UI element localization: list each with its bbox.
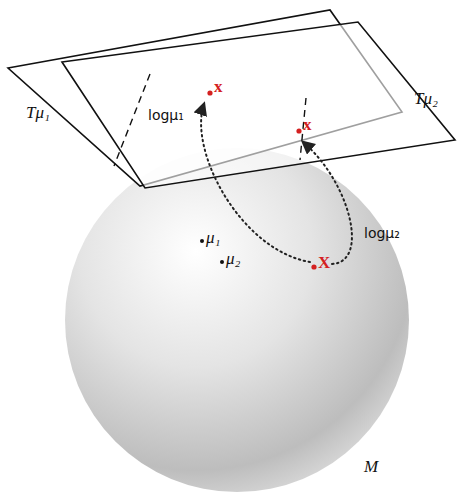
point-label: x [303, 116, 312, 135]
point-dot [296, 128, 301, 133]
point-dot [220, 260, 224, 264]
point-dot [200, 239, 204, 243]
point-label: X [318, 254, 330, 273]
map-label: logμ₂ [364, 226, 400, 241]
plane-label: Tμ₂ [414, 90, 438, 109]
sphere [65, 148, 409, 492]
point-dot [311, 264, 316, 269]
dashed-line [114, 74, 150, 166]
point-label: μ₁ [206, 229, 220, 248]
log-map-arrow [201, 104, 310, 262]
point-label: μ₂ [226, 250, 240, 269]
point-label: x [214, 78, 223, 97]
point-dot [207, 90, 212, 95]
manifold-label: M [364, 458, 378, 477]
plane-label: Tμ₁ [26, 104, 50, 123]
tangent-plane [62, 22, 455, 188]
log-map-arrow [303, 142, 352, 264]
map-label: logμ₁ [148, 108, 184, 123]
